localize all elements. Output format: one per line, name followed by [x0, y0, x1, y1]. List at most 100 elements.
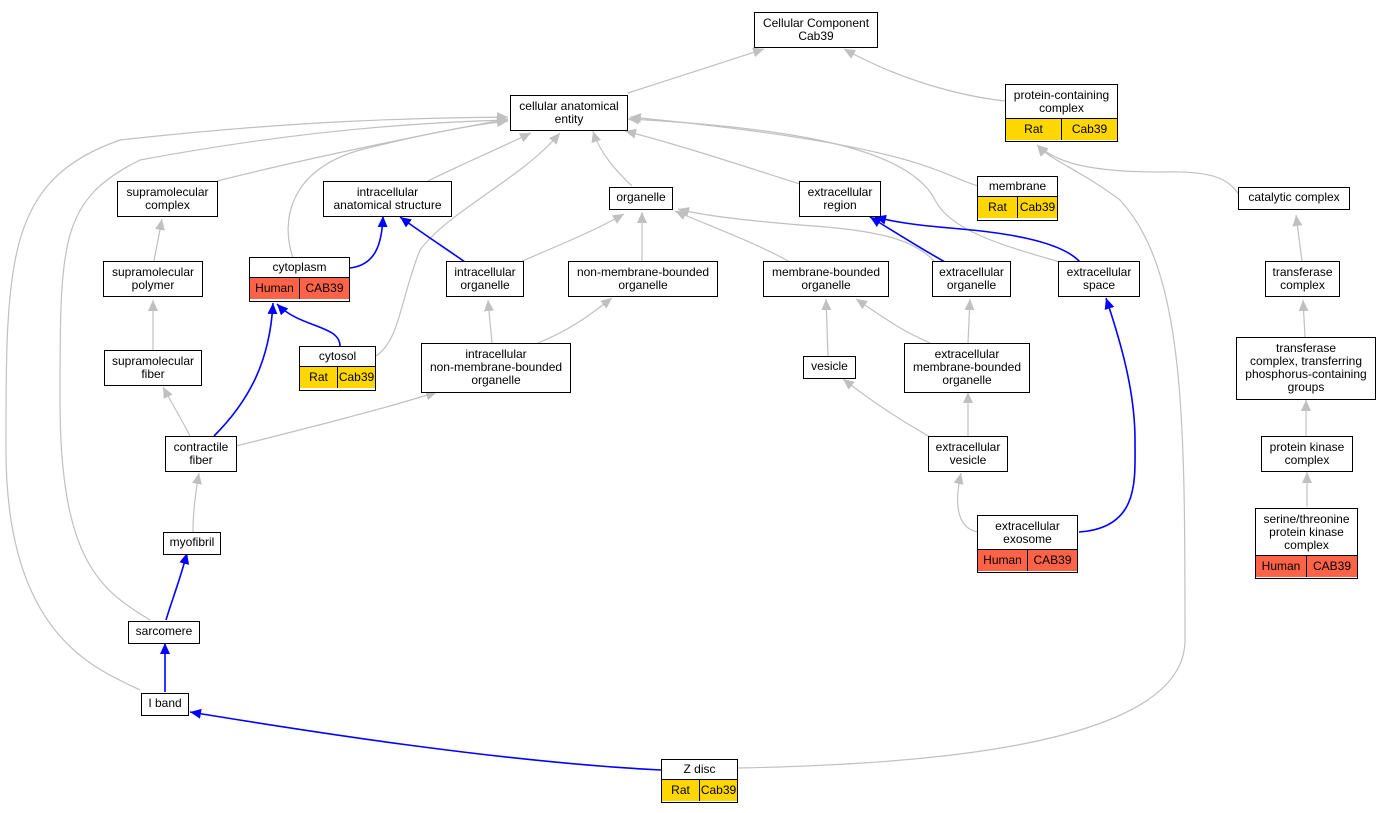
node-transferase-complex[interactable]: transferase complex: [1265, 261, 1340, 297]
node-supramolecular-complex[interactable]: supramolecular complex: [117, 181, 218, 217]
node-cytosol[interactable]: cytosol Rat Cab39: [299, 346, 376, 391]
node-extracellular-exosome[interactable]: extracellular exosome Human CAB39: [977, 515, 1078, 573]
edge-contractile-to-inmbo: [235, 390, 438, 447]
edge-ext-space-to-cae: [627, 114, 1061, 263]
node-intracellular-non-membrane-bounded-organelle[interactable]: intracellular non-membrane-bounded organ…: [421, 343, 571, 393]
node-label: membrane: [988, 179, 1047, 193]
node-label: extracellular region: [807, 185, 873, 212]
node-non-membrane-bounded-organelle[interactable]: non-membrane-bounded organelle: [568, 261, 718, 297]
edge-tcp-to-transferase: [1298, 299, 1309, 338]
gene-badge: CAB39: [1027, 550, 1077, 571]
node-cellular-component[interactable]: Cellular Component Cab39: [754, 12, 878, 48]
edge-ext-space-to-ext-region: [874, 214, 1081, 263]
node-extracellular-region[interactable]: extracellular region: [799, 181, 881, 217]
node-label: supramolecular polymer: [111, 265, 195, 292]
edge-ext-organelle-to-organelle: [677, 207, 936, 263]
edge-exosome-to-ext-vesicle: [953, 472, 979, 533]
species-badge: Human: [1256, 556, 1306, 577]
edge-cytoplasm-to-ias: [349, 215, 388, 269]
edge-transferase-to-catalytic: [1292, 214, 1303, 262]
species-badge: Rat: [300, 367, 337, 388]
annotation-row: Human CAB39: [978, 549, 1077, 571]
node-label: non-membrane-bounded organelle: [576, 265, 710, 292]
edge-ext-vesicle-to-vesicle: [842, 378, 931, 438]
species-badge: Rat: [978, 197, 1017, 218]
edge-ext-region-to-cae: [624, 128, 801, 185]
node-extracellular-vesicle[interactable]: extracellular vesicle: [928, 436, 1008, 472]
node-label: Cellular Component Cab39: [762, 16, 870, 43]
node-label: extracellular space: [1066, 265, 1132, 292]
annotation-row: Rat Cab39: [662, 779, 737, 801]
node-myofibril[interactable]: myofibril: [163, 532, 221, 555]
annotation-row: Rat Cab39: [1006, 118, 1117, 140]
annotation-row: Rat Cab39: [978, 196, 1057, 218]
node-intracellular-anatomical-structure[interactable]: intracellular anatomical structure: [323, 181, 452, 217]
edge-mbo-to-organelle: [674, 210, 791, 263]
species-badge: Rat: [1006, 119, 1061, 140]
edge-supramolecular-polymer-to-complex: [153, 218, 165, 262]
edge-inmbo-to-nmbo: [537, 297, 613, 344]
node-z-disc[interactable]: Z disc Rat Cab39: [661, 759, 738, 803]
node-extracellular-space[interactable]: extracellular space: [1058, 261, 1140, 297]
edge-inmbo-to-intracellular-organelle: [484, 299, 494, 344]
edge-membrane-to-cae: [629, 113, 979, 187]
node-i-band[interactable]: I band: [141, 693, 189, 716]
node-label: organelle: [616, 190, 666, 204]
node-contractile-fiber[interactable]: contractile fiber: [165, 436, 237, 472]
node-label: cellular anatomical entity: [519, 99, 619, 126]
node-intracellular-organelle[interactable]: intracellular organelle: [446, 261, 524, 297]
species-badge: Human: [250, 278, 299, 299]
edge-contractile-to-suprafiber: [162, 386, 191, 437]
node-label: transferase complex: [1272, 265, 1333, 292]
edge-embo-to-mbo: [855, 298, 931, 344]
node-label: cytosol: [318, 349, 357, 363]
node-label: transferase complex, transferring phosph…: [1245, 341, 1367, 394]
node-vesicle[interactable]: vesicle: [803, 356, 856, 379]
gene-badge: Cab39: [1061, 119, 1117, 140]
edge-embo-to-ext-organelle: [964, 298, 975, 344]
node-protein-kinase-complex[interactable]: protein kinase complex: [1261, 436, 1353, 472]
node-supramolecular-fiber[interactable]: supramolecular fiber: [104, 350, 202, 386]
node-protein-containing-complex[interactable]: protein-containing complex Rat Cab39: [1005, 84, 1118, 142]
node-label: supramolecular complex: [126, 185, 209, 212]
node-extracellular-organelle[interactable]: extracellular organelle: [932, 261, 1011, 297]
node-label: extracellular membrane-bounded organelle: [912, 347, 1022, 387]
node-transferase-complex-phospho[interactable]: transferase complex, transferring phosph…: [1236, 337, 1376, 400]
edge-intracellular-organelle-to-ias: [399, 216, 466, 263]
node-label: sarcomere: [135, 624, 193, 638]
species-badge: Rat: [662, 780, 699, 801]
node-label: catalytic complex: [1248, 190, 1340, 204]
edge-exosome-to-ext-space: [1078, 297, 1136, 533]
gene-badge: Cab39: [699, 780, 737, 801]
edge-ias-to-cae: [427, 132, 532, 182]
edge-zdisc-to-iband: [189, 708, 662, 771]
node-cytoplasm[interactable]: cytoplasm Human CAB39: [249, 257, 350, 302]
node-membrane[interactable]: membrane Rat Cab39: [977, 176, 1058, 221]
node-extracellular-membrane-bounded-organelle[interactable]: extracellular membrane-bounded organelle: [904, 343, 1030, 393]
node-label: cytoplasm: [272, 260, 327, 274]
edge-cae-to-cellular-component: [627, 47, 765, 94]
node-membrane-bounded-organelle[interactable]: membrane-bounded organelle: [763, 261, 889, 297]
edge-cytoplasm-to-cae: [287, 117, 509, 259]
node-label: extracellular exosome: [995, 519, 1060, 546]
node-label: intracellular anatomical structure: [333, 185, 442, 212]
node-label: intracellular organelle: [454, 265, 516, 292]
node-cellular-anatomical-entity[interactable]: cellular anatomical entity: [510, 95, 628, 131]
node-label: myofibril: [169, 535, 215, 549]
gene-badge: CAB39: [1306, 556, 1357, 577]
node-label: intracellular non-membrane-bounded organ…: [429, 347, 563, 387]
node-label: protein kinase complex: [1269, 440, 1345, 467]
node-sarcomere[interactable]: sarcomere: [128, 621, 200, 644]
annotation-row: Human CAB39: [1256, 555, 1357, 577]
node-serine-threonine-protein-kinase-complex[interactable]: serine/threonine protein kinase complex …: [1255, 508, 1358, 579]
node-label: Z disc: [683, 762, 716, 776]
node-supramolecular-polymer[interactable]: supramolecular polymer: [103, 261, 203, 297]
node-label: supramolecular fiber: [111, 354, 195, 381]
node-catalytic-complex[interactable]: catalytic complex: [1238, 187, 1350, 210]
gene-badge: Cab39: [337, 367, 375, 388]
edge-catalytic-to-pcc: [1036, 144, 1241, 197]
node-label: vesicle: [811, 359, 848, 373]
edge-zdisc-to-pcc: [736, 144, 1186, 769]
node-organelle[interactable]: organelle: [609, 187, 673, 210]
edge-pcc-to-cellular-component: [843, 48, 1006, 102]
